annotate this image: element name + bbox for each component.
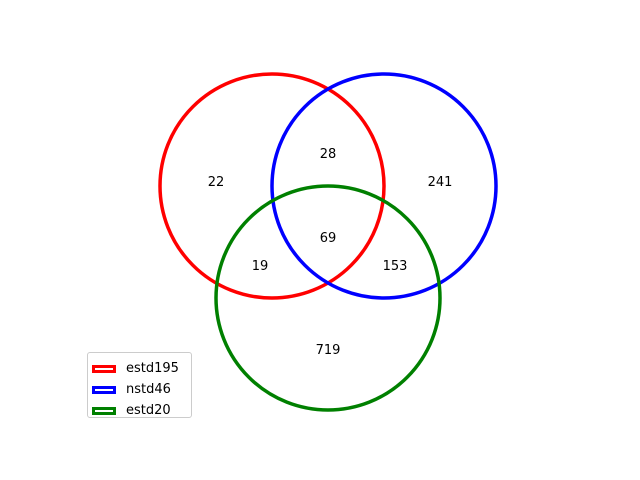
estd20-circle	[214, 184, 442, 412]
legend-swatch-nstd46	[92, 385, 116, 394]
legend-item-estd20: estd20	[92, 400, 191, 421]
legend-swatch-estd195	[92, 364, 116, 373]
region-only-nstd46: 241	[428, 175, 453, 190]
legend-swatch-estd20	[92, 406, 116, 415]
estd195-circle	[158, 72, 386, 300]
legend-label-estd20: estd20	[126, 403, 171, 418]
nstd46-circle	[270, 72, 498, 300]
region-all-three: 69	[320, 231, 337, 246]
legend: estd195 nstd46 estd20	[87, 352, 192, 418]
region-estd195-estd20: 19	[252, 259, 269, 274]
region-only-estd20: 719	[316, 343, 341, 358]
region-nstd46-estd20: 153	[383, 259, 408, 274]
region-only-estd195: 22	[208, 175, 225, 190]
legend-item-nstd46: nstd46	[92, 379, 191, 400]
legend-item-estd195: estd195	[92, 358, 191, 379]
legend-label-estd195: estd195	[126, 361, 179, 376]
region-estd195-nstd46: 28	[320, 147, 337, 162]
legend-label-nstd46: nstd46	[126, 382, 171, 397]
